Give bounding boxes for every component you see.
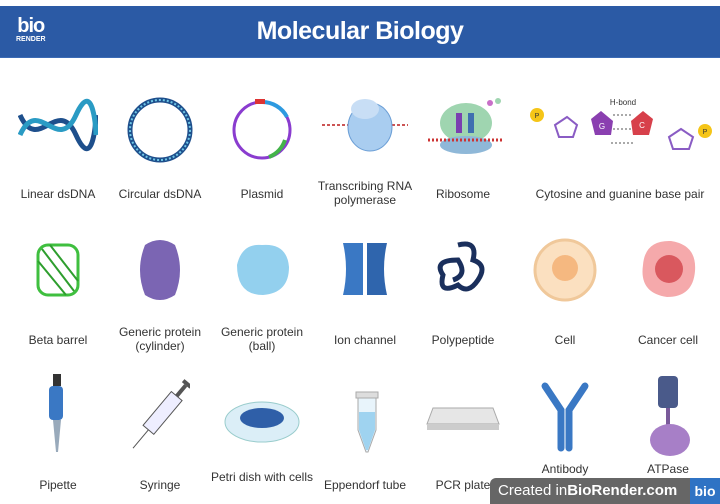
antibody-icon [541, 382, 589, 452]
protein-cylinder-icon [140, 240, 180, 300]
item-label: Cell [554, 333, 576, 347]
item-ion-channel[interactable]: Ion channel [310, 235, 420, 350]
item-plasmid[interactable]: Plasmid [207, 95, 317, 210]
item-label: Generic protein (cylinder) [118, 325, 202, 353]
item-label: Ion channel [333, 333, 397, 347]
item-label: Antibody [541, 462, 589, 476]
phosphate-label: P [535, 113, 540, 120]
dna-helix-icon [18, 98, 98, 152]
item-antibody[interactable]: Antibody [510, 372, 620, 478]
biorender-watermark[interactable]: Created in BioRender.com bio [490, 478, 720, 504]
item-label: Plasmid [240, 187, 284, 201]
item-label: Linear dsDNA [20, 187, 96, 201]
item-label: Eppendorf tube [323, 478, 407, 492]
rna-polymerase-icon [322, 99, 408, 152]
item-rna-polymerase[interactable]: Transcribing RNA polymerase [310, 95, 420, 210]
item-syringe[interactable]: Syringe [105, 372, 215, 492]
circular-dna-icon [127, 97, 193, 163]
pcr-plate-icon [426, 407, 500, 430]
item-pipette[interactable]: Pipette [3, 372, 113, 492]
cancer-cell-icon [642, 240, 696, 297]
item-label: Generic protein (ball) [220, 325, 304, 353]
watermark-brand: BioRender.com [567, 482, 678, 499]
base-pair-icon: P G C H-bond P [530, 98, 712, 150]
polypeptide-icon [437, 241, 485, 292]
item-cancer-cell[interactable]: Cancer cell [613, 235, 720, 350]
cytosine-label: C [639, 121, 645, 130]
petri-dish-icon [224, 401, 300, 443]
ribosome-icon [428, 98, 504, 154]
item-eppendorf-tube[interactable]: Eppendorf tube [310, 372, 420, 492]
item-cell[interactable]: Cell [510, 235, 620, 350]
syringe-icon [132, 379, 190, 449]
item-protein-ball[interactable]: Generic protein (ball) [207, 235, 317, 353]
bio-badge: bio [690, 478, 720, 504]
item-label: Cancer cell [637, 333, 699, 347]
item-circular-dsdna[interactable]: Circular dsDNA [105, 95, 215, 210]
cell-icon [533, 238, 597, 302]
item-label: Polypeptide [431, 333, 495, 347]
protein-ball-icon [237, 244, 289, 295]
item-label: Pipette [39, 478, 77, 492]
ion-channel-icon [343, 243, 387, 295]
item-label: ATPase [647, 462, 689, 476]
watermark-prefix: Created in [498, 482, 568, 499]
h-bond-label: H-bond [610, 98, 636, 107]
beta-barrel-icon [36, 243, 80, 297]
item-atpase[interactable]: ATPase [613, 372, 720, 478]
atpase-icon [650, 376, 690, 456]
guanine-label: G [599, 122, 605, 131]
item-petri-dish[interactable]: Petri dish with cells [207, 372, 317, 487]
eppendorf-tube-icon [355, 391, 379, 453]
phosphate-label: P [703, 129, 708, 136]
item-polypeptide[interactable]: Polypeptide [408, 235, 518, 350]
item-label: Circular dsDNA [118, 187, 202, 201]
item-label: Cytosine and guanine base pair [535, 187, 705, 201]
pipette-icon [49, 374, 63, 452]
page-title: Molecular Biology [256, 17, 464, 45]
item-label: Petri dish with cells [210, 470, 314, 484]
item-label: PCR plate [435, 478, 491, 492]
item-ribosome[interactable]: Ribosome [408, 95, 518, 210]
item-label: Transcribing RNA polymerase [317, 179, 413, 207]
item-linear-dsdna[interactable]: Linear dsDNA [3, 95, 113, 210]
item-label: Ribosome [435, 187, 491, 201]
item-label: Syringe [139, 478, 181, 492]
item-protein-cylinder[interactable]: Generic protein (cylinder) [105, 235, 215, 353]
item-label: Beta barrel [28, 333, 88, 347]
item-pcr-plate[interactable]: PCR plate [408, 372, 518, 492]
item-base-pair[interactable]: P G C H-bond P Cytosine and guanine base… [525, 95, 715, 210]
plasmid-icon [232, 99, 292, 160]
item-beta-barrel[interactable]: Beta barrel [3, 235, 113, 350]
